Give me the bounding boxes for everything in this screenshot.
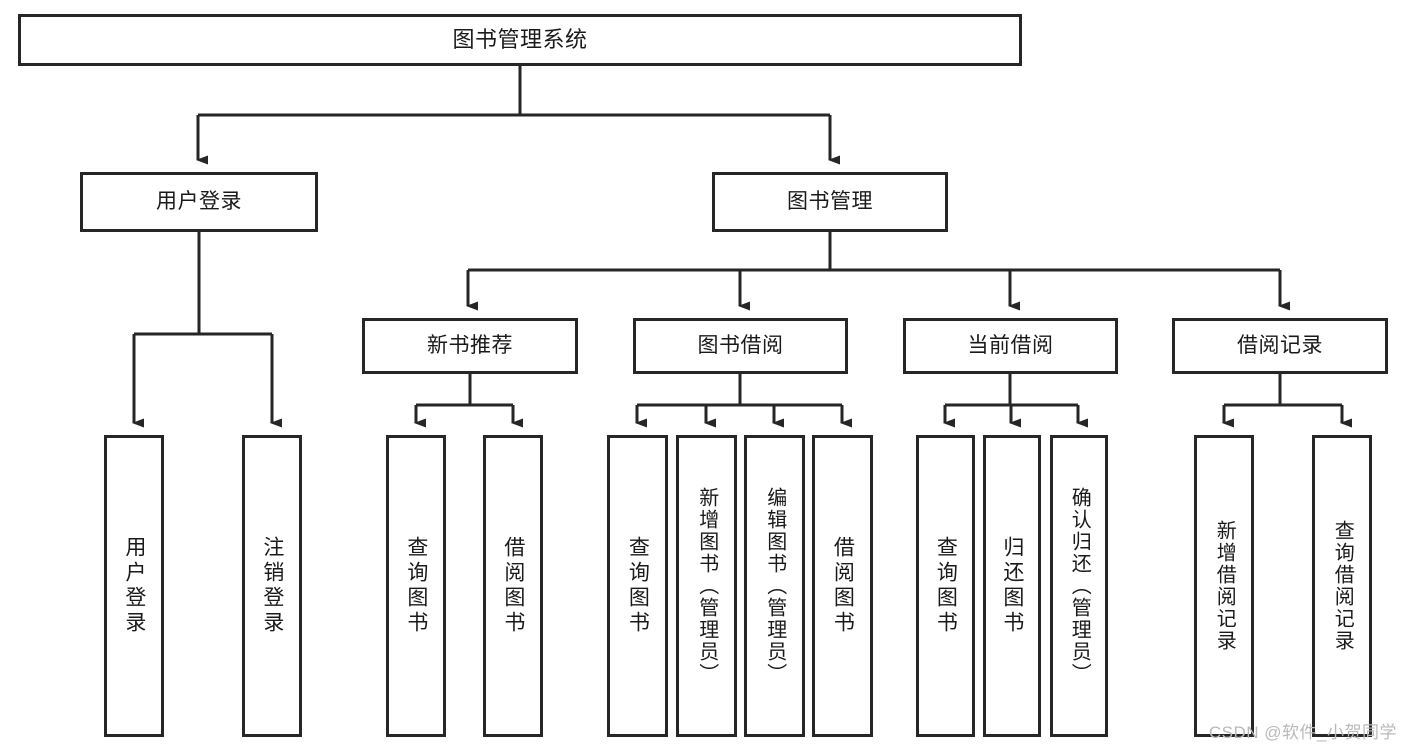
node-label: 编辑图书（管理员） (763, 487, 786, 685)
node-label: 借阅图书 (831, 536, 855, 636)
node-label: 查询图书 (404, 536, 428, 636)
node-book-borrow[interactable]: 图书借阅 (633, 318, 848, 374)
leaf-borrow-edit-book-admin[interactable]: 编辑图书（管理员） (744, 435, 805, 737)
leaf-borrow-query-book[interactable]: 查询图书 (607, 435, 668, 737)
node-current-borrow[interactable]: 当前借阅 (903, 318, 1118, 374)
node-label: 查询借阅记录 (1331, 520, 1354, 652)
node-label: 新书推荐 (427, 333, 513, 357)
leaf-recommend-query-book[interactable]: 查询图书 (386, 435, 446, 737)
node-user-login[interactable]: 用户登录 (80, 172, 318, 232)
node-label: 图书借阅 (697, 333, 784, 357)
leaf-record-add-record[interactable]: 新增借阅记录 (1194, 435, 1254, 737)
node-new-book-recommend[interactable]: 新书推荐 (362, 318, 578, 374)
node-label: 图书管理 (787, 189, 873, 213)
node-label: 当前借阅 (967, 333, 1054, 357)
leaf-borrow-add-book-admin[interactable]: 新增图书（管理员） (676, 435, 737, 737)
node-label: 归还图书 (1000, 536, 1024, 636)
node-label: 查询图书 (934, 536, 958, 636)
node-label: 用户登录 (156, 189, 242, 213)
leaf-recommend-borrow-book[interactable]: 借阅图书 (483, 435, 543, 737)
node-label: 新增借阅记录 (1213, 520, 1236, 652)
leaf-current-query-book[interactable]: 查询图书 (916, 435, 975, 737)
node-label: 用户登录 (122, 536, 146, 636)
node-borrow-record[interactable]: 借阅记录 (1172, 318, 1388, 374)
node-root-system[interactable]: 图书管理系统 (18, 14, 1022, 66)
node-label: 确认归还（管理员） (1068, 487, 1091, 685)
leaf-borrow-borrow-book[interactable]: 借阅图书 (812, 435, 873, 737)
node-label: 图书管理系统 (452, 27, 588, 53)
node-label: 新增图书（管理员） (695, 487, 718, 685)
leaf-user-login-login[interactable]: 用户登录 (104, 435, 164, 737)
node-book-management[interactable]: 图书管理 (712, 172, 948, 232)
node-label: 借阅图书 (501, 536, 525, 636)
leaf-record-query-record[interactable]: 查询借阅记录 (1312, 435, 1372, 737)
node-label: 注销登录 (260, 536, 284, 636)
node-label: 查询图书 (626, 536, 650, 636)
leaf-user-login-logout[interactable]: 注销登录 (242, 435, 302, 737)
node-label: 借阅记录 (1237, 333, 1323, 357)
leaf-current-return-book[interactable]: 归还图书 (983, 435, 1041, 737)
leaf-current-confirm-return-admin[interactable]: 确认归还（管理员） (1050, 435, 1108, 737)
